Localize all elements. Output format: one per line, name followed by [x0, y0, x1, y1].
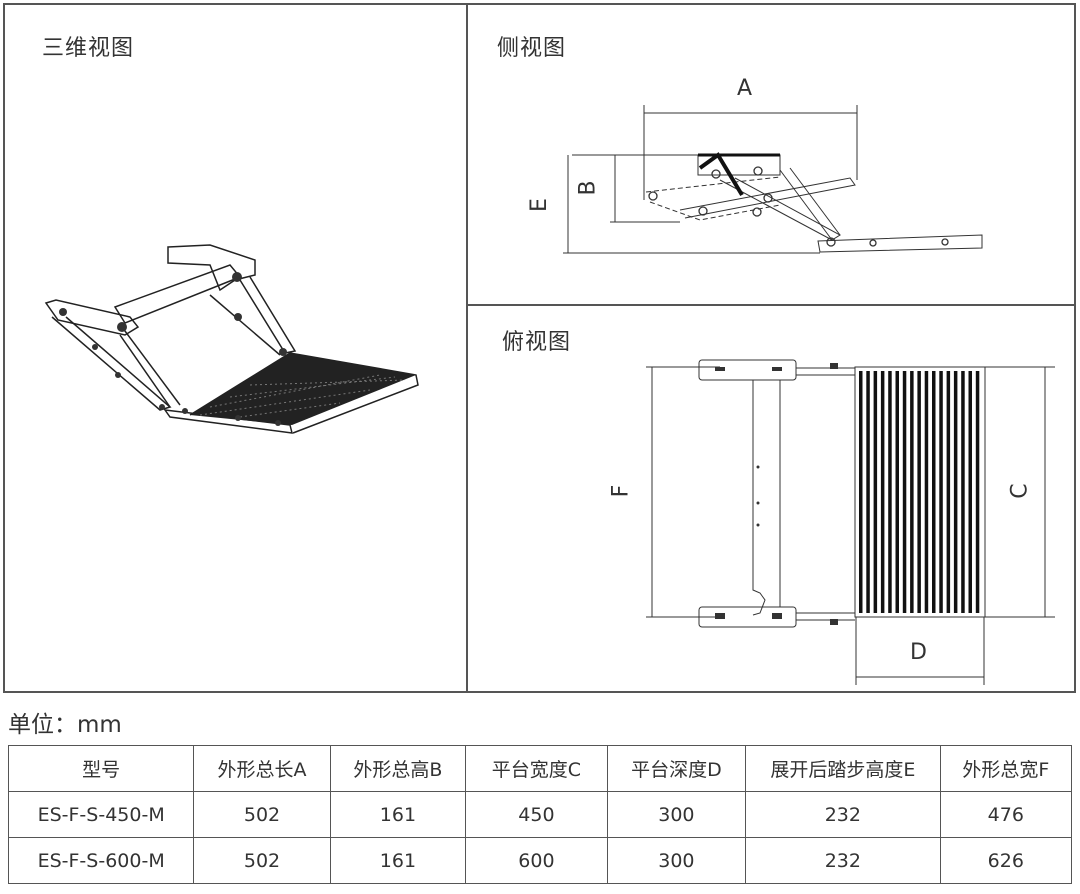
iso-view-drawing [44, 244, 419, 434]
platform-slat [888, 371, 892, 613]
cell-f: 476 [939, 791, 1073, 838]
platform-slat [975, 371, 980, 613]
cell-d: 300 [606, 791, 747, 838]
panel-divider-horizontal [466, 304, 1076, 306]
cell-a: 502 [193, 791, 331, 838]
platform-slat [939, 371, 943, 613]
platform-slat [880, 371, 885, 613]
cell-a: 502 [193, 837, 331, 884]
dimension-label-e: E [526, 197, 552, 212]
cell-c: 600 [465, 837, 608, 884]
cell-model: ES-F-S-600-M [7, 837, 195, 884]
cell-f: 626 [939, 837, 1073, 884]
platform-slat [910, 371, 914, 613]
platform-slat [968, 371, 972, 613]
panel-divider-vertical [466, 3, 468, 693]
platform-slat [873, 371, 878, 613]
header-depth-d: 平台深度D [606, 745, 747, 792]
dimension-label-b: B [575, 179, 601, 196]
side-view-drawing [563, 105, 983, 254]
cell-e: 232 [745, 837, 941, 884]
table-header-row: 型号 外形总长A 外形总高B 平台宽度C 平台深度D 展开后踏步高度E 外形总宽… [7, 745, 1073, 792]
top-view-drawing [646, 359, 1055, 685]
platform-slat [902, 371, 907, 613]
platform-slat [924, 371, 929, 613]
cell-c: 450 [465, 791, 608, 838]
side-view-title: 侧视图 [497, 36, 567, 61]
dimension-label-a: A [737, 76, 754, 101]
platform-slat [866, 371, 870, 613]
table-row: ES-F-S-600-M 502 161 600 300 232 626 [7, 837, 1073, 884]
cell-e: 232 [745, 791, 941, 838]
header-width-c: 平台宽度C [465, 745, 608, 792]
cell-d: 300 [606, 837, 747, 884]
iso-view-title: 三维视图 [42, 36, 135, 61]
top-view-title: 俯视图 [502, 330, 572, 355]
platform-slat [932, 371, 936, 613]
platform-slat [917, 371, 921, 613]
unit-label: 单位：mm [8, 712, 122, 738]
cell-model: ES-F-S-450-M [7, 791, 195, 838]
platform-slat [953, 371, 958, 613]
header-length-a: 外形总长A [193, 745, 331, 792]
platform-slat [961, 371, 965, 613]
dimension-label-d: D [910, 640, 928, 665]
cell-b: 161 [329, 837, 467, 884]
dimension-label-c: C [1007, 482, 1033, 499]
cell-b: 161 [329, 791, 467, 838]
spec-table: 型号 外形总长A 外形总高B 平台宽度C 平台深度D 展开后踏步高度E 外形总宽… [7, 745, 1073, 884]
platform-slat [895, 371, 899, 613]
table-row: ES-F-S-450-M 502 161 450 300 232 476 [7, 791, 1073, 838]
dimension-label-f: F [608, 483, 634, 498]
header-model: 型号 [7, 745, 195, 792]
header-step-height-e: 展开后踏步高度E [745, 745, 941, 792]
header-width-f: 外形总宽F [939, 745, 1073, 792]
platform-slat [859, 371, 863, 613]
platform-slat [946, 371, 951, 613]
drawing-frame [3, 3, 1076, 693]
header-height-b: 外形总高B [329, 745, 467, 792]
